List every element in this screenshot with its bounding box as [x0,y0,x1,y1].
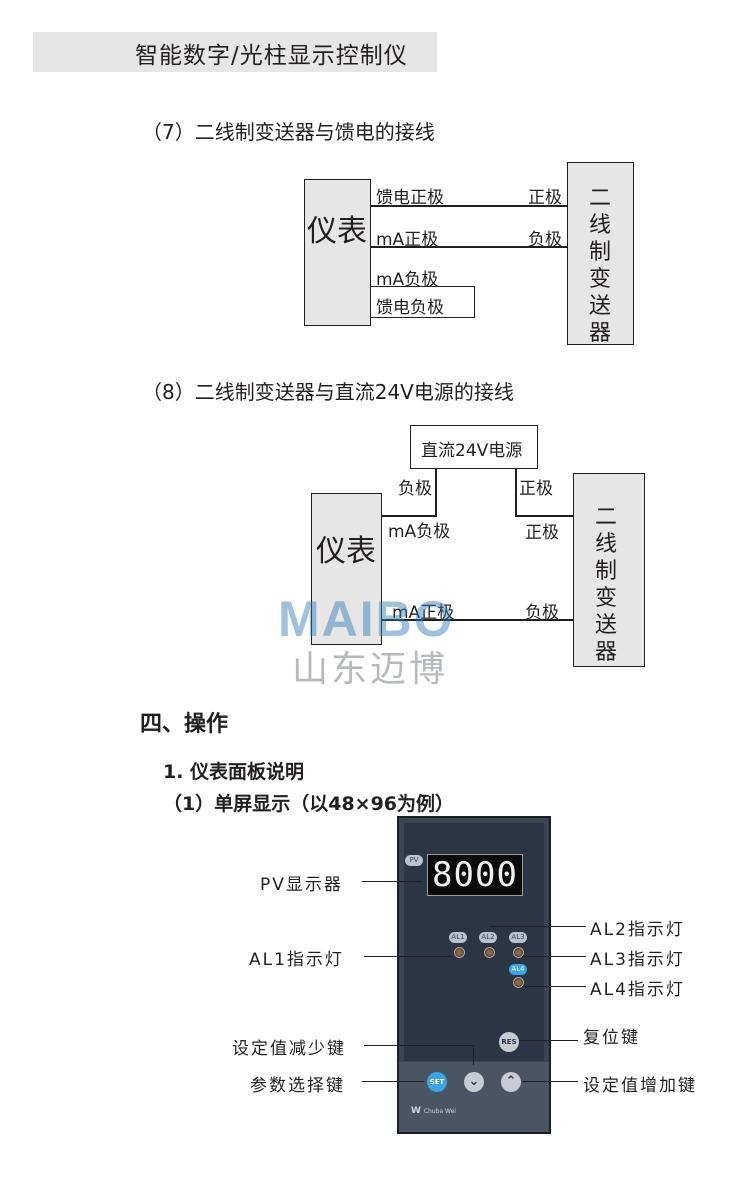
transmitter-box: 二线制变送器 [567,162,634,346]
wire-psu-positive-drop [515,469,517,516]
al2-badge: AL2 [479,932,497,943]
decrease-button[interactable]: ⌄ [464,1072,484,1092]
label-transmitter-positive: 正极 [528,188,562,208]
watermark-company: 山东迈博 [292,649,449,690]
label-pv-display: PV显示器 [260,875,343,895]
pointer-decrease-drop [473,1045,474,1065]
wire-loop [371,286,475,318]
single-screen-heading: （1）单屏显示（以48×96为例） [163,793,455,815]
pointer-decrease [364,1045,474,1046]
section-7-title: （7）二线制变送器与馈电的接线 [142,120,435,144]
pointer-al2 [490,926,586,927]
label-psu-negative: 负极 [398,479,432,499]
label-tx-positive-2: 正极 [525,523,559,543]
al1-badge: AL1 [449,932,467,943]
label-feed-negative: 馈电负极 [376,298,444,318]
label-ma-negative-2: mA负极 [388,522,451,542]
label-al1: AL1指示灯 [249,950,344,970]
brand-logo-icon: W [411,1106,421,1116]
page-title: 智能数字/光柱显示控制仪 [135,43,408,69]
label-tx-negative-2: 负极 [525,603,559,623]
pointer-al1 [364,956,452,957]
label-feed-positive: 馈电正极 [376,188,444,208]
label-al3: AL3指示灯 [590,950,685,970]
al1-led [454,947,465,958]
panel-description-heading: 1. 仪表面板说明 [163,761,305,783]
meter-box-2: 仪表 [311,493,382,645]
transmitter-box-2: 二线制变送器 [573,473,645,667]
pv-badge: PV [405,855,423,866]
al3-led [513,947,524,958]
al4-badge: AL4 [509,964,527,975]
brand-logo-text: Chuba Wei [423,1108,456,1115]
instrument-panel: PV 8000 AL1 AL2 AL3 AL4 RES SET ⌄ ⌃ W Ch… [397,816,551,1134]
meter-box: 仪表 [304,179,371,326]
pointer-al3 [522,956,586,957]
transmitter-label-2: 二线制变送器 [594,505,617,665]
meter-label: 仪表 [307,214,367,249]
al2-led [484,947,495,958]
al3-badge: AL3 [509,932,527,943]
label-increase: 设定值增加键 [583,1076,697,1096]
watermark-brand: MAIBO [278,591,455,647]
al4-led [513,977,524,988]
wire-ma-positive [371,246,567,248]
label-reset: 复位键 [583,1028,640,1048]
wire-psu-negative-drop [435,469,437,516]
section-8-title: （8）二线制变送器与直流24V电源的接线 [142,380,514,404]
operation-heading: 四、操作 [140,712,229,737]
transmitter-label: 二线制变送器 [588,186,611,346]
meter-label-2: 仪表 [316,534,376,569]
power-supply-box: 直流24V电源 [410,425,538,469]
power-supply-label: 直流24V电源 [421,441,523,461]
pointer-al4 [522,986,586,987]
label-transmitter-negative: 负极 [528,230,562,250]
wire-ma-positive-2 [382,619,573,621]
pointer-pv-display [362,881,422,882]
pointer-reset [520,1040,578,1041]
set-button[interactable]: SET [427,1072,447,1092]
pv-display: 8000 [427,854,523,896]
label-decrease: 设定值减少键 [232,1039,346,1059]
brand-logo: W Chuba Wei [411,1106,456,1116]
wire-psu-positive-to-tx [515,515,573,517]
label-ma-positive-2: mA正极 [392,603,455,623]
label-param-select: 参数选择键 [250,1076,345,1096]
pointer-increase [522,1081,578,1082]
label-psu-positive: 正极 [519,479,553,499]
pointer-param-select [362,1081,424,1082]
label-al2: AL2指示灯 [590,920,685,940]
res-button[interactable]: RES [499,1032,519,1052]
label-ma-positive: mA正极 [376,230,439,250]
increase-button[interactable]: ⌃ [501,1072,521,1092]
header-bar [33,32,437,72]
wire-psu-negative-to-meter [382,515,437,517]
wire-feed-positive [371,205,567,207]
label-ma-negative: mA负极 [376,270,439,290]
label-al4: AL4指示灯 [590,980,685,1000]
